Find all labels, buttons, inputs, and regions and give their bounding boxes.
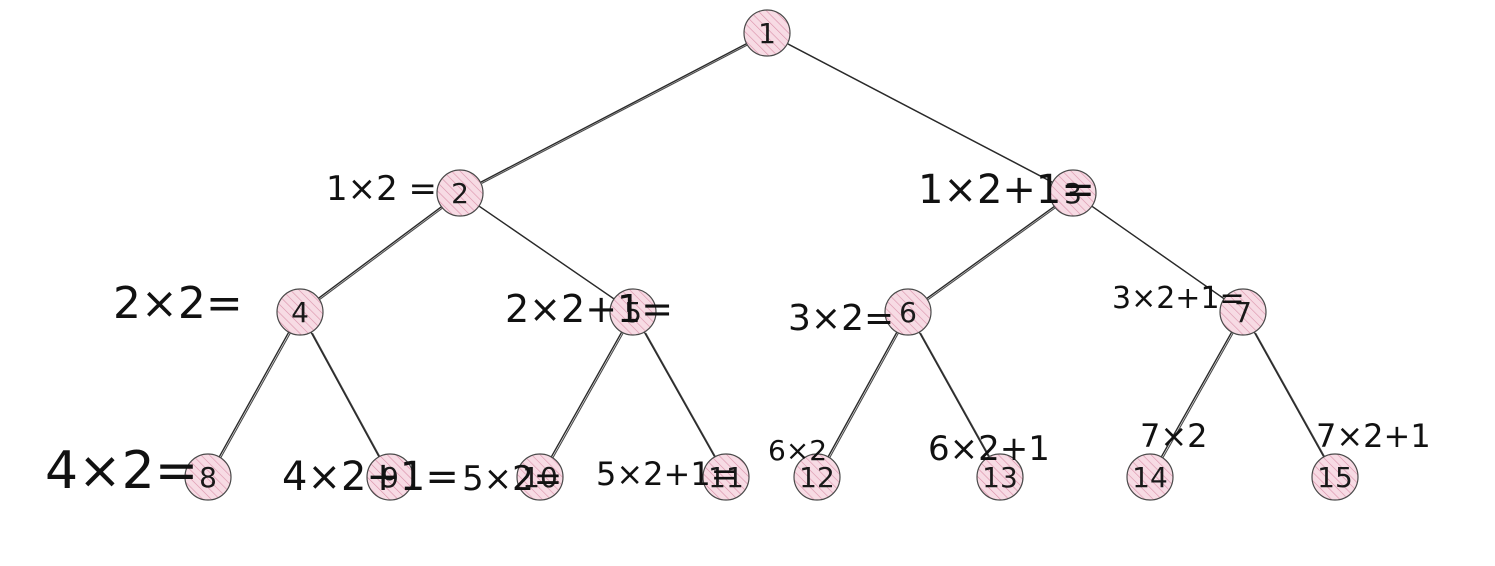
- edge-7-15: [1253, 331, 1325, 458]
- edge-4-9: [310, 331, 380, 458]
- edge-4-8-stroke: [220, 332, 291, 459]
- edge-1-3-stroke: [788, 44, 1055, 184]
- edge-5-10-stroke: [552, 332, 624, 459]
- formula-annotations: 1×2 = 1×2+1= 2×2= 2×2+1= 3×2= 3×2+1= 4×2= 4×2+1…: [45, 167, 1431, 501]
- annotation-node-8: 4×2=: [45, 441, 198, 501]
- node-circle: [793, 453, 841, 501]
- node-circle: [976, 453, 1024, 501]
- edge-3-6-stroke: [927, 207, 1057, 300]
- edge-6-12-stroke: [829, 332, 899, 459]
- node-label: 5: [624, 296, 642, 329]
- tree-node-13: 13: [976, 453, 1024, 501]
- node-label: 3: [1064, 177, 1082, 210]
- node-label: 9: [381, 461, 399, 494]
- annotation-node-9: 4×2+1=: [282, 454, 459, 500]
- tree-node-2: 2: [436, 169, 484, 217]
- node-label: 2: [451, 177, 469, 210]
- annotation-node-6: 3×2=: [788, 298, 894, 339]
- annotation-node-2: 1×2 =: [326, 169, 437, 209]
- annotation-node-3: 1×2+1=: [918, 167, 1095, 213]
- node-label: 4: [291, 296, 309, 329]
- node-label: 14: [1132, 461, 1168, 494]
- edge-1-2-stroke: [481, 44, 749, 184]
- node-label: 6: [899, 296, 917, 329]
- annotation-node-14: 7×2: [1140, 417, 1208, 455]
- node-circle: [884, 288, 932, 336]
- edge-2-5-stroke: [480, 206, 616, 301]
- annotation-node-15: 7×2+1: [1316, 417, 1431, 455]
- node-circle: [743, 9, 791, 57]
- tree-node-5: 5: [609, 288, 657, 336]
- edge-4-8: [218, 331, 290, 458]
- node-circle: [276, 288, 324, 336]
- edge-4-9-stroke: [312, 332, 381, 459]
- tree-node-3: 3: [1049, 169, 1097, 217]
- node-label: 1: [758, 17, 776, 50]
- edge-2-4-stroke: [319, 207, 444, 300]
- node-label: 11: [708, 461, 744, 494]
- node-circle: [1049, 169, 1097, 217]
- node-circle: [609, 288, 657, 336]
- node-label: 15: [1317, 461, 1353, 494]
- edge-5-10: [550, 331, 623, 458]
- node-circle: [702, 453, 750, 501]
- tree-node-9: 9: [366, 453, 414, 501]
- edge-6-13-stroke: [920, 332, 991, 459]
- node-circle: [516, 453, 564, 501]
- node-label: 13: [982, 461, 1018, 494]
- tree-node-12: 12: [793, 453, 841, 501]
- node-circle: [1126, 453, 1174, 501]
- annotation-node-4: 2×2=: [113, 278, 243, 329]
- annotation-node-7: 3×2+1=: [1112, 281, 1245, 316]
- annotation-node-11: 5×2+1=: [596, 455, 738, 493]
- tree-node-10: 10: [516, 453, 564, 501]
- node-circle: [366, 453, 414, 501]
- tree-node-4: 4: [276, 288, 324, 336]
- edge-7-14-stroke: [1162, 332, 1234, 459]
- node-label: 10: [522, 461, 558, 494]
- node-circle: [436, 169, 484, 217]
- edge-6-13: [918, 331, 990, 458]
- edge-3-6: [926, 205, 1055, 300]
- node-circle: [1311, 453, 1359, 501]
- annotation-node-5: 2×2+1=: [505, 287, 673, 331]
- node-label: 12: [799, 461, 835, 494]
- tree-node-6: 6: [884, 288, 932, 336]
- tree-node-1: 1: [743, 9, 791, 57]
- node-circle: [1219, 288, 1267, 336]
- edge-7-14: [1160, 331, 1233, 458]
- node-circle: [184, 453, 232, 501]
- annotation-node-10: 5×2=: [462, 459, 562, 499]
- tree-node-14: 14: [1126, 453, 1174, 501]
- edge-7-15-stroke: [1255, 332, 1326, 459]
- edge-5-11: [643, 331, 716, 458]
- annotation-node-12: 6×2: [768, 434, 827, 467]
- tree-edges: [218, 43, 1326, 459]
- node-label: 7: [1234, 296, 1252, 329]
- edge-5-11-stroke: [645, 332, 717, 459]
- annotation-node-13: 6×2+1: [928, 429, 1050, 469]
- tree-node-11: 11: [702, 453, 750, 501]
- tree-node-15: 15: [1311, 453, 1359, 501]
- tree-node-8: 8: [184, 453, 232, 501]
- tree-node-7: 7: [1219, 288, 1267, 336]
- edge-6-12: [827, 331, 898, 458]
- edge-2-4: [318, 206, 442, 299]
- node-label: 8: [199, 461, 217, 494]
- edge-1-2: [480, 43, 747, 183]
- edge-3-7-stroke: [1093, 206, 1226, 301]
